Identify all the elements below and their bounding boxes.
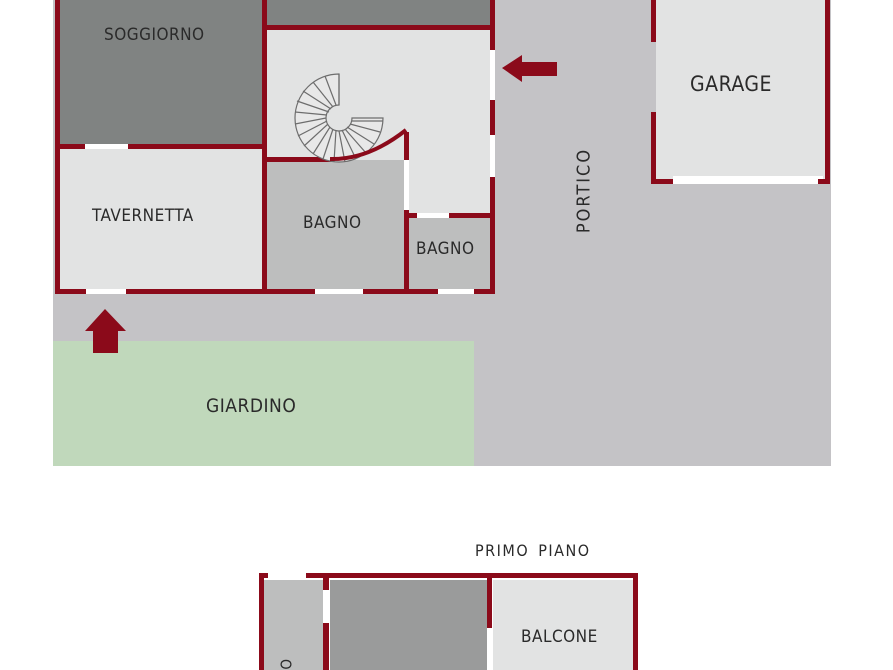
- door-ff-balcone: [487, 628, 492, 670]
- spiral-stair-icon: [294, 73, 384, 163]
- curved-stair-wall: [329, 128, 408, 162]
- wall-garage-west-bottom: [651, 112, 656, 184]
- wall-ff-west: [259, 573, 264, 670]
- wall-garage-se: [818, 179, 830, 184]
- room-label-portico: PORTICO: [573, 147, 595, 234]
- room-label-tavernetta: TAVERNETTA: [92, 206, 194, 226]
- giardino-area: [53, 341, 474, 466]
- bagno-1-room: [266, 160, 406, 290]
- wall-bagno-2-north: [404, 213, 494, 218]
- wall-ff-north-left: [259, 573, 268, 578]
- garage-apron: [673, 176, 823, 184]
- first-floor-corridor: [264, 580, 324, 670]
- wall-garage-east: [825, 0, 830, 184]
- window-tavernetta-north: [85, 144, 128, 149]
- wall-soggiorno-south: [55, 144, 267, 149]
- balcone-room: [493, 580, 633, 670]
- arrow-left-icon: [502, 55, 557, 82]
- soggiorno-room: [58, 0, 264, 145]
- background-right: [831, 0, 893, 670]
- wall-south: [55, 289, 495, 294]
- wall-ff-east: [633, 573, 638, 670]
- stair-glyph: O: [277, 658, 296, 670]
- upper-room: [266, 0, 492, 27]
- wall-garage-west-top: [651, 0, 656, 42]
- door-ff-corridor: [323, 590, 329, 623]
- door-main-entrance: [490, 50, 495, 100]
- door-bagno-1: [404, 160, 409, 210]
- room-label-balcone: BALCONE: [521, 627, 598, 647]
- room-label-giardino: GIARDINO: [206, 395, 297, 417]
- window-hall-east: [490, 135, 495, 177]
- door-bagno-2: [417, 213, 449, 218]
- room-label-bagno-2: BAGNO: [416, 239, 475, 259]
- window-bagno-1: [315, 289, 363, 294]
- room-label-garage: GARAGE: [690, 72, 772, 96]
- background: [0, 0, 53, 670]
- bagno-2-room: [409, 217, 492, 290]
- wall-hall-north: [264, 25, 494, 30]
- wall-ff-north: [306, 573, 638, 578]
- floor-title-primo-piano: PRIMO PIANO: [475, 541, 591, 560]
- window-bagno-2: [438, 289, 474, 294]
- tavernetta-room: [60, 148, 263, 290]
- wall-garage-sw: [651, 179, 673, 184]
- arrow-up-icon: [85, 309, 126, 353]
- garage-room: [656, 0, 826, 181]
- wall-ff-balcone-west: [487, 573, 492, 628]
- wall-bagno-1-north: [264, 157, 332, 162]
- room-label-soggiorno: SOGGIORNO: [104, 25, 205, 45]
- door-tavernetta-south: [86, 289, 126, 294]
- first-floor-dark-room: [330, 580, 488, 670]
- room-label-bagno-1: BAGNO: [303, 213, 362, 233]
